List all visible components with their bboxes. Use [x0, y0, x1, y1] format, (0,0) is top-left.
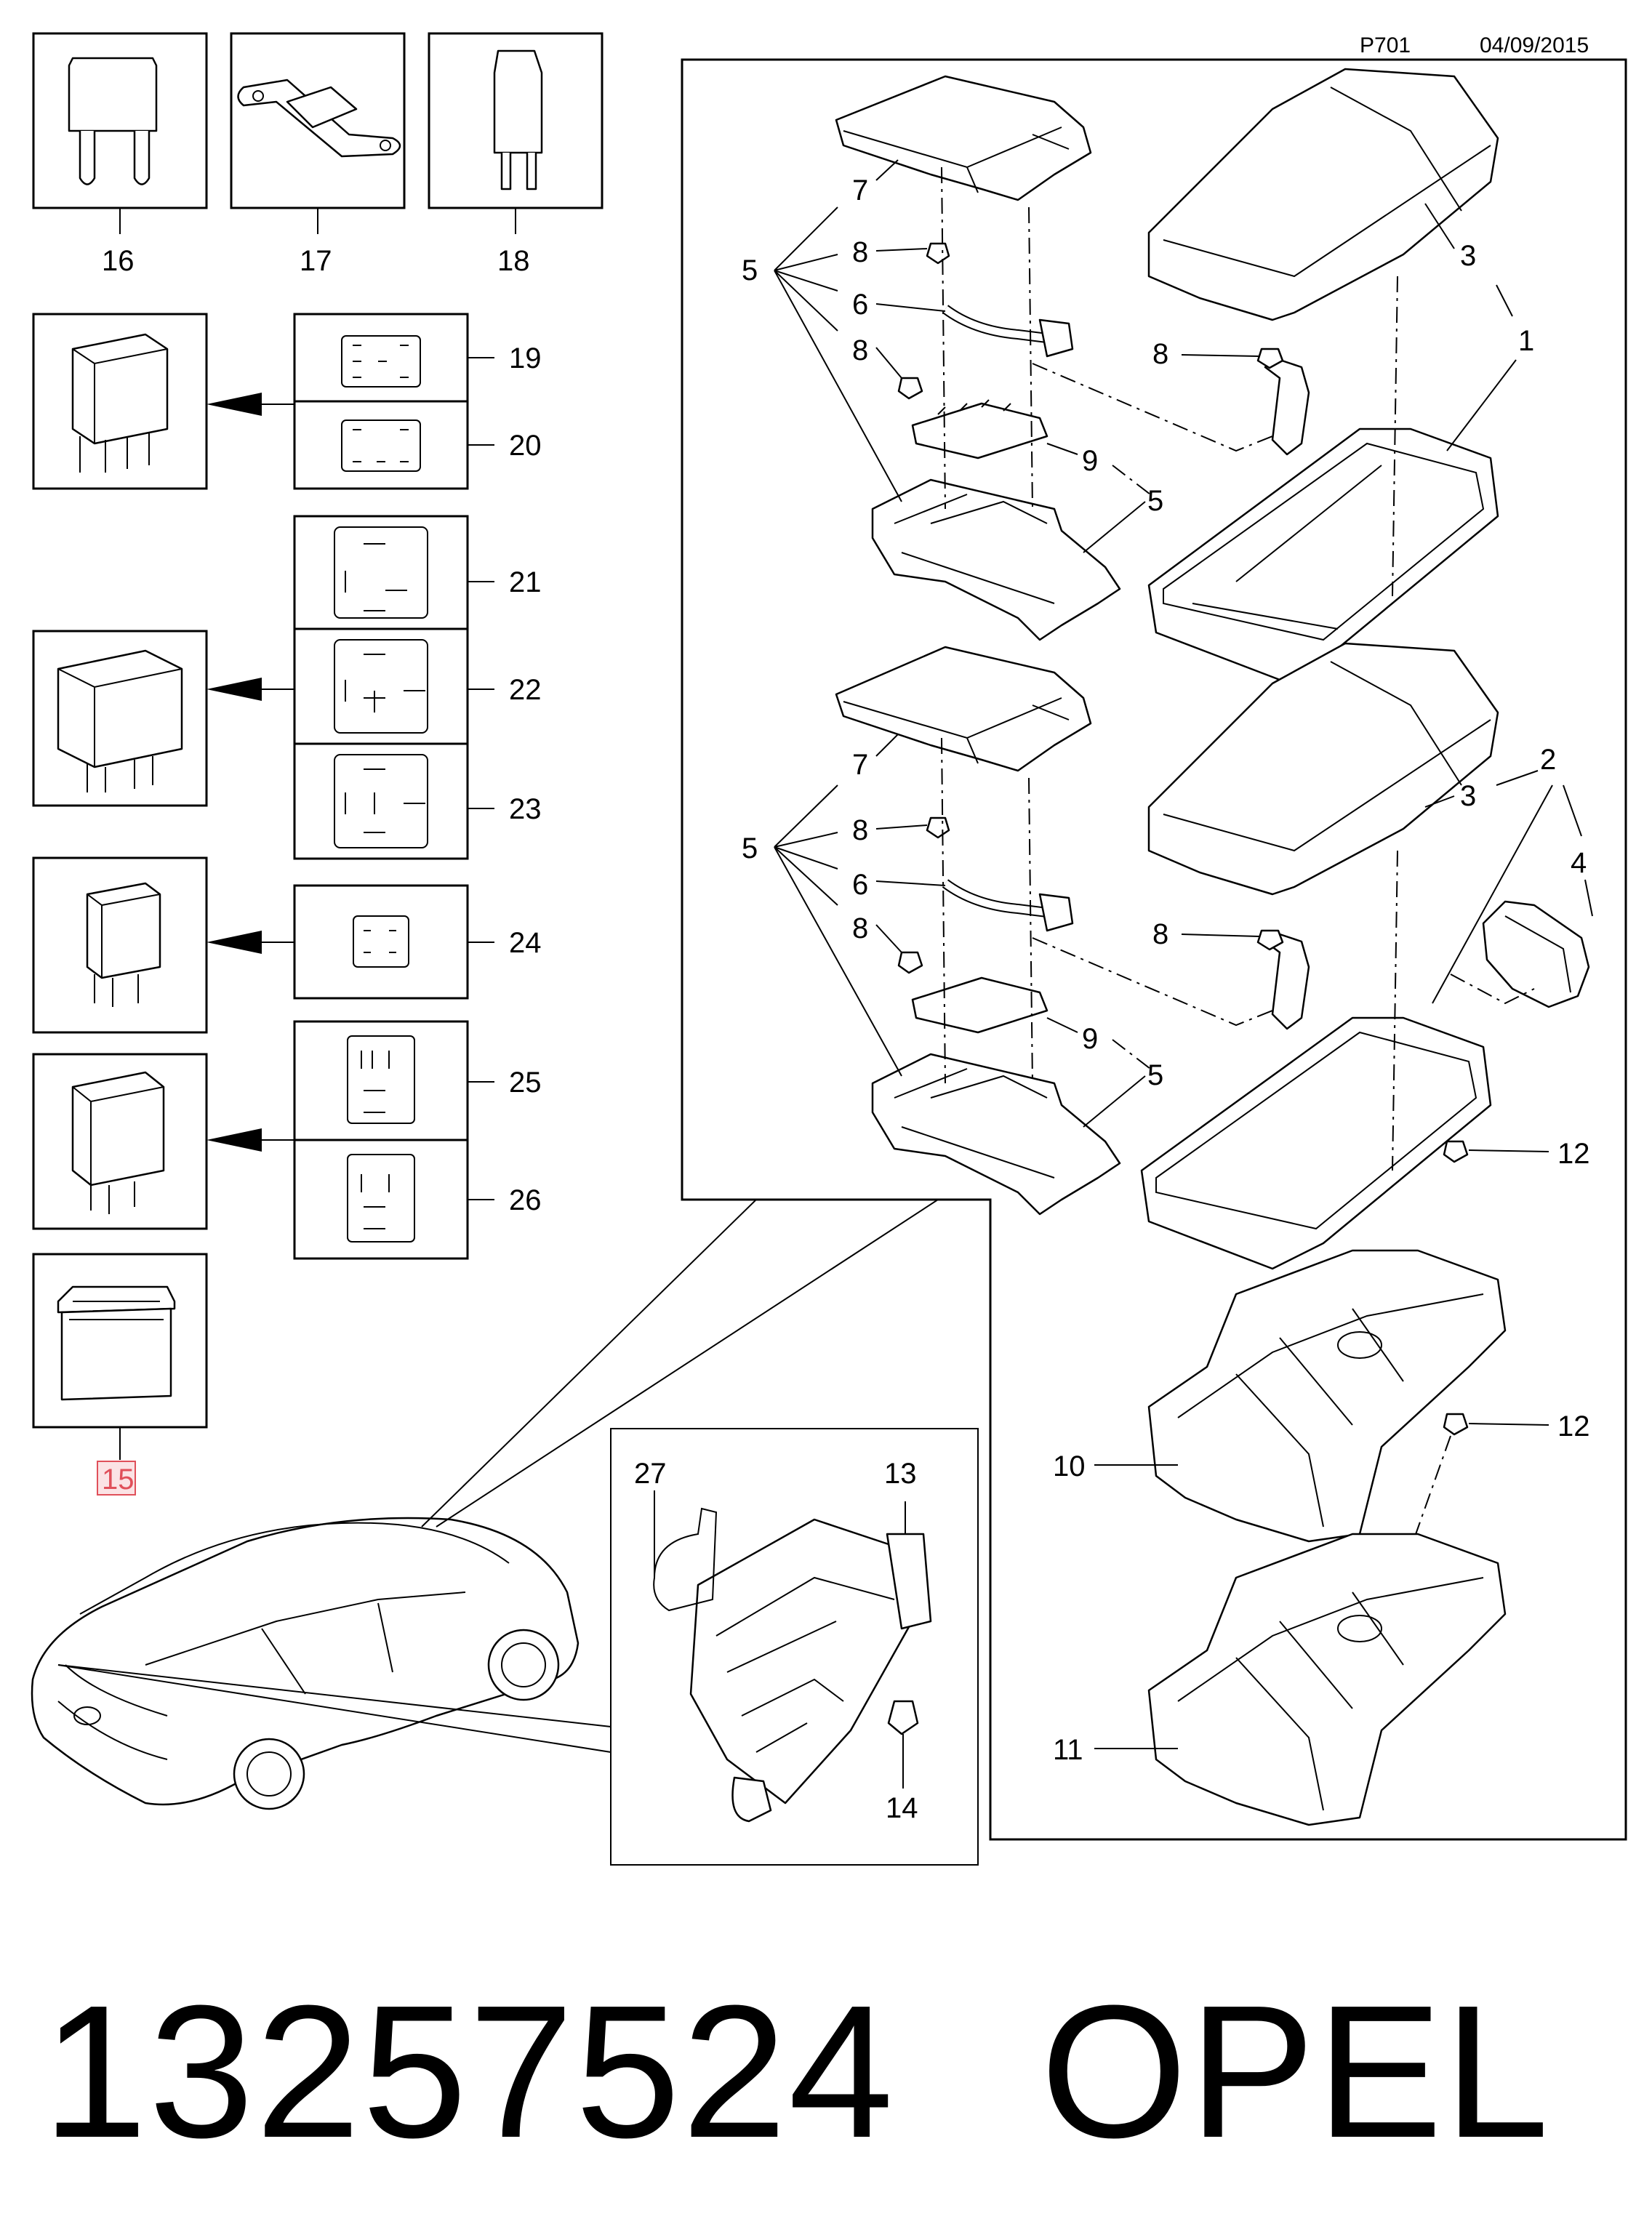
pinout-22[interactable] — [293, 627, 469, 745]
pinout-25[interactable] — [293, 1020, 469, 1141]
callout-9: 9 — [1082, 445, 1098, 477]
callout-24: 24 — [509, 927, 542, 959]
callout-21: 21 — [509, 566, 542, 598]
callout-19: 19 — [509, 342, 542, 374]
pinout-26[interactable] — [293, 1139, 469, 1260]
parts-diagram: P701 04/09/2015 16 17 18 — [31, 32, 1627, 1866]
callout-1: 1 — [1518, 325, 1534, 357]
callout-27: 27 — [634, 1458, 667, 1490]
relay-21-22-23[interactable] — [32, 630, 208, 807]
callout-9: 9 — [1082, 1023, 1098, 1055]
pinout-21[interactable] — [293, 515, 469, 630]
callout-4: 4 — [1571, 847, 1587, 879]
callout-8: 8 — [852, 334, 868, 366]
callout-5: 5 — [742, 254, 758, 286]
callout-10: 10 — [1053, 1450, 1086, 1482]
part-15-cartridge-fuse[interactable] — [32, 1253, 208, 1429]
callout-5: 5 — [1147, 1059, 1163, 1091]
callout-17: 17 — [300, 245, 332, 277]
pinout-20[interactable] — [293, 400, 469, 490]
callout-7: 7 — [852, 174, 868, 206]
callout-15: 15 — [102, 1464, 135, 1496]
callout-22: 22 — [509, 674, 542, 706]
relay-24[interactable] — [32, 856, 208, 1034]
relay-25-26[interactable] — [32, 1053, 208, 1230]
callout-7: 7 — [852, 749, 868, 781]
callout-14: 14 — [886, 1792, 918, 1824]
callout-20: 20 — [509, 430, 542, 462]
callout-13: 13 — [884, 1458, 917, 1490]
callout-8: 8 — [852, 236, 868, 268]
vehicle-illustration — [31, 1517, 580, 1810]
bracket-10[interactable] — [1147, 1249, 1507, 1543]
pinout-19[interactable] — [293, 313, 469, 403]
inset-fuse-block[interactable] — [653, 1507, 932, 1823]
part-17-fusible-link[interactable] — [230, 32, 406, 209]
diagram-code: P701 — [1360, 33, 1411, 57]
pinout-23[interactable] — [293, 742, 469, 860]
callout-8: 8 — [1152, 918, 1168, 950]
callout-18: 18 — [497, 245, 530, 277]
brand-name: OPEL — [1040, 1967, 1551, 2177]
callout-8: 8 — [1152, 338, 1168, 370]
lower-assembly[interactable] — [835, 642, 1590, 1270]
callout-12: 12 — [1557, 1410, 1590, 1442]
callout-12: 12 — [1557, 1138, 1590, 1170]
callout-2: 2 — [1540, 744, 1556, 776]
callout-11: 11 — [1053, 1734, 1083, 1766]
arrow-icon — [206, 1128, 262, 1152]
callout-8: 8 — [852, 814, 868, 846]
upper-assembly[interactable] — [835, 68, 1499, 681]
callout-5: 5 — [1147, 485, 1163, 517]
callout-16: 16 — [102, 245, 135, 277]
arrow-icon — [206, 393, 262, 416]
callout-3: 3 — [1460, 240, 1476, 272]
callout-5: 5 — [742, 832, 758, 864]
callout-15-highlight — [97, 1461, 136, 1496]
callout-8: 8 — [852, 912, 868, 944]
callout-6: 6 — [852, 869, 868, 901]
arrow-icon — [206, 678, 262, 701]
part-16-mini-fuse[interactable] — [32, 32, 208, 209]
callout-23: 23 — [509, 793, 542, 825]
callout-6: 6 — [852, 289, 868, 321]
exploded-view-frame — [681, 58, 1627, 1841]
pinout-24[interactable] — [293, 884, 469, 1000]
arrow-icon — [206, 931, 262, 954]
callout-25: 25 — [509, 1067, 542, 1099]
callout-26: 26 — [509, 1184, 542, 1216]
diagram-date: 04/09/2015 — [1480, 33, 1589, 57]
part-number: 13257524 — [42, 1967, 895, 2177]
relay-19-20[interactable] — [32, 313, 208, 490]
callout-3: 3 — [1460, 780, 1476, 812]
part-18-maxi-fuse[interactable] — [428, 32, 604, 209]
bracket-11[interactable] — [1147, 1533, 1507, 1826]
